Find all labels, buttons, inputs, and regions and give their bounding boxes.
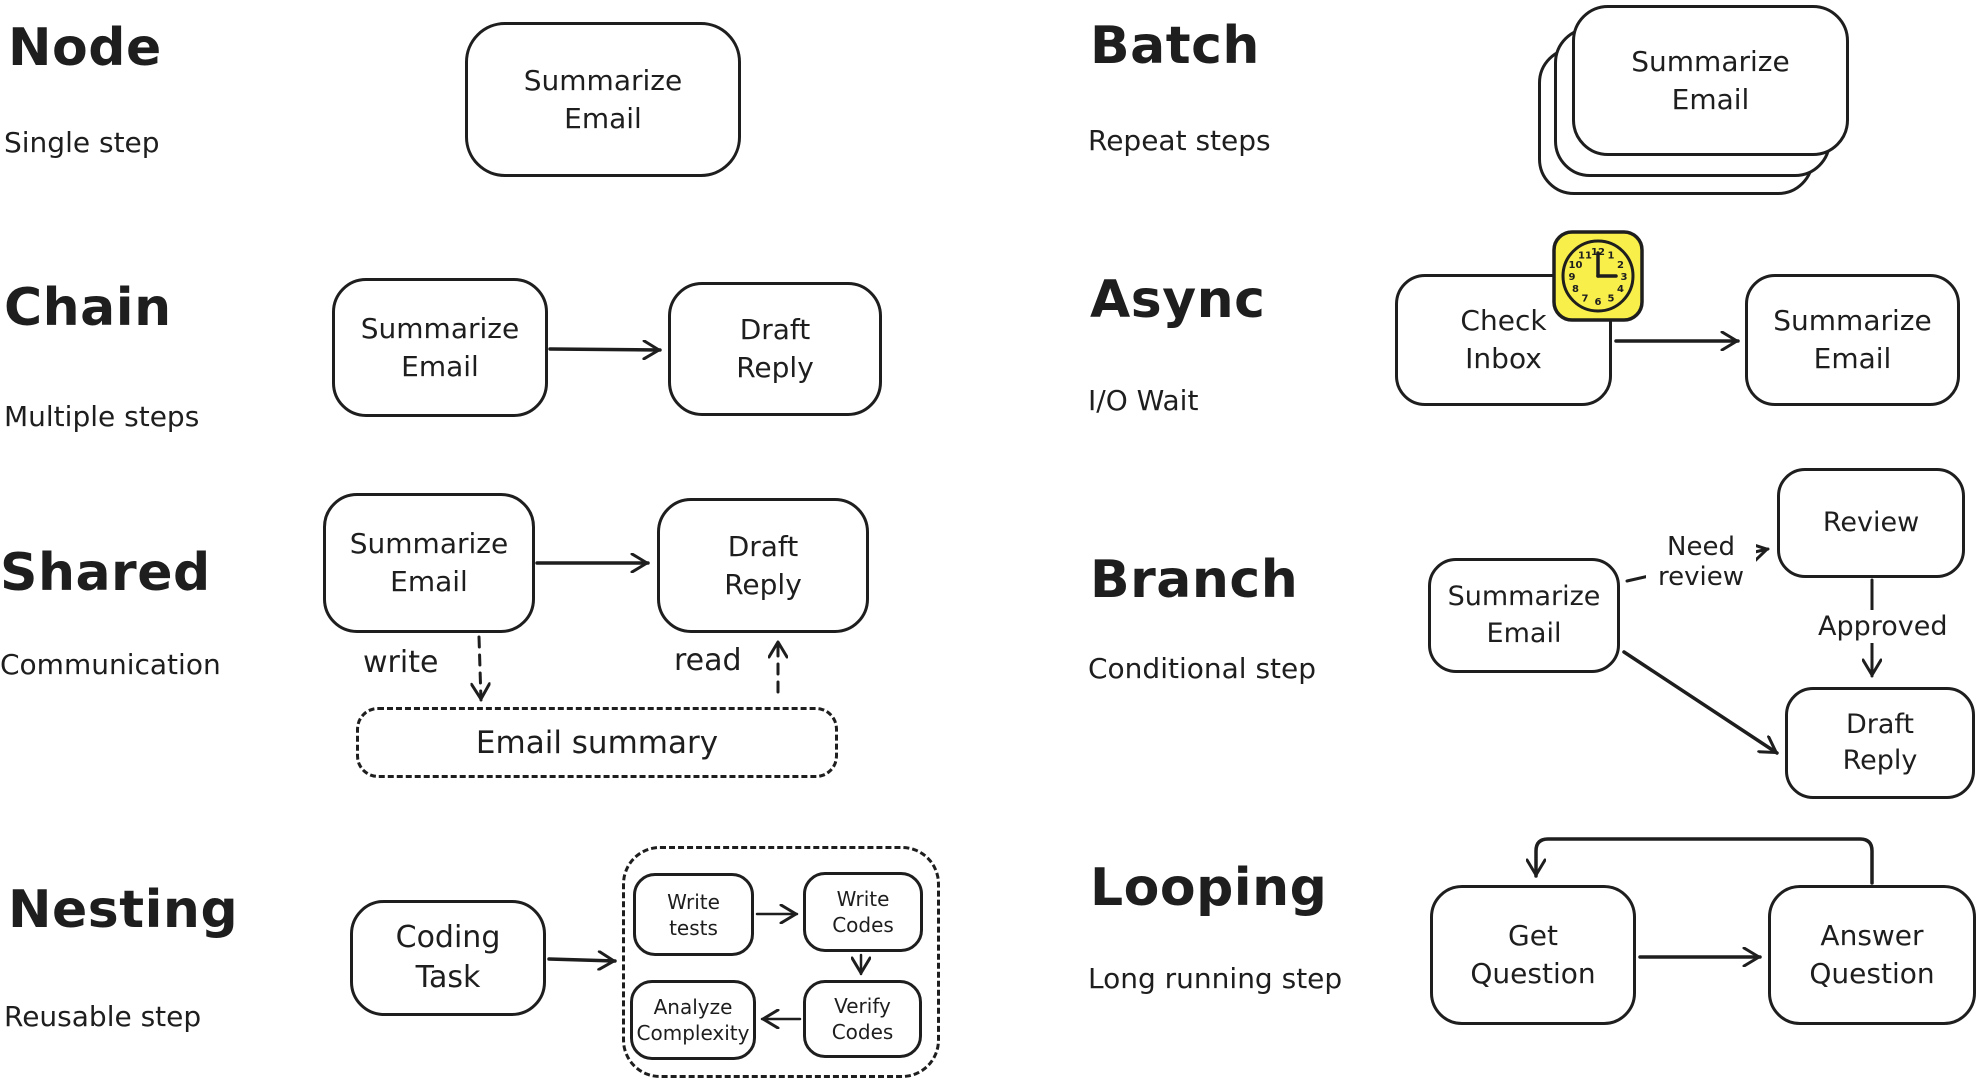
section-subtitle-async: I/O Wait: [1088, 384, 1199, 417]
section-subtitle-chain: Multiple steps: [4, 400, 200, 433]
section-subtitle-nesting: Reusable step: [4, 1000, 202, 1033]
svg-text:10: 10: [1569, 260, 1583, 271]
svg-text:7: 7: [1582, 294, 1589, 305]
arrow-shared-write: [479, 635, 481, 702]
svg-text:1: 1: [1608, 251, 1615, 262]
svg-text:6: 6: [1595, 297, 1602, 308]
section-subtitle-looping: Long running step: [1088, 962, 1343, 995]
arrow-chain-summarize-to-draft: [548, 349, 662, 350]
read-label: read: [674, 643, 742, 678]
shared-box-summarize-email: Summarize Email: [323, 493, 535, 633]
node-box-summarize-email: Summarize Email: [465, 22, 741, 177]
branch-box-review: Review: [1777, 468, 1965, 578]
section-subtitle-batch: Repeat steps: [1088, 124, 1271, 157]
approved-label: Approved: [1812, 610, 1948, 644]
async-box-summarize-email: Summarize Email: [1745, 274, 1960, 406]
svg-text:2: 2: [1617, 260, 1624, 271]
looping-box-answer-question: Answer Question: [1768, 885, 1976, 1025]
arrow-nesting-task-to-container: [547, 959, 617, 961]
section-title-batch: Batch: [1090, 16, 1260, 76]
svg-text:9: 9: [1569, 272, 1576, 283]
chain-box-draft-reply: Draft Reply: [668, 282, 882, 416]
batch-card-front-summarize-email: Summarize Email: [1572, 5, 1849, 156]
nesting-box-write-tests: Write tests: [633, 873, 754, 956]
svg-text:8: 8: [1572, 284, 1579, 295]
section-title-nesting: Nesting: [8, 880, 239, 940]
section-title-branch: Branch: [1090, 550, 1299, 610]
section-subtitle-branch: Conditional step: [1088, 652, 1317, 685]
chain-box-summarize-email: Summarize Email: [332, 278, 548, 417]
arrow-looping-loopback: [1536, 837, 1874, 885]
write-label: write: [363, 645, 439, 680]
nesting-box-verify-codes: Verify Codes: [803, 980, 922, 1058]
clock-numerals: 12 1 2 3 4 5 6 7 8 9 10 11: [1569, 247, 1628, 308]
svg-text:4: 4: [1617, 284, 1624, 295]
svg-text:12: 12: [1591, 247, 1605, 258]
section-subtitle-shared: Communication: [0, 648, 221, 681]
section-subtitle-node: Single step: [4, 126, 160, 159]
nesting-box-coding-task: Coding Task: [350, 900, 546, 1016]
svg-text:5: 5: [1608, 294, 1615, 305]
looping-box-get-question: Get Question: [1430, 885, 1636, 1025]
section-title-shared: Shared: [0, 543, 211, 603]
nesting-box-analyze-complexity: Analyze Complexity: [630, 980, 756, 1060]
async-box-check-inbox: Check Inbox: [1395, 274, 1612, 406]
branch-box-draft-reply: Draft Reply: [1785, 687, 1975, 799]
section-title-chain: Chain: [4, 278, 172, 338]
branch-box-summarize-email: Summarize Email: [1428, 558, 1620, 673]
svg-text:11: 11: [1578, 251, 1592, 262]
section-title-looping: Looping: [1090, 858, 1328, 918]
arrow-branch-direct-to-draft: [1622, 650, 1779, 755]
shared-store-email-summary: Email summary: [356, 707, 838, 778]
need-review-label: Need review: [1646, 532, 1756, 594]
nesting-box-write-codes: Write Codes: [803, 872, 923, 952]
section-title-node: Node: [8, 18, 162, 78]
clock-icon: 12 1 2 3 4 5 6 7 8 9 10 11: [1552, 230, 1644, 322]
section-title-async: Async: [1090, 270, 1266, 330]
svg-text:3: 3: [1621, 272, 1628, 283]
shared-box-draft-reply: Draft Reply: [657, 498, 869, 633]
